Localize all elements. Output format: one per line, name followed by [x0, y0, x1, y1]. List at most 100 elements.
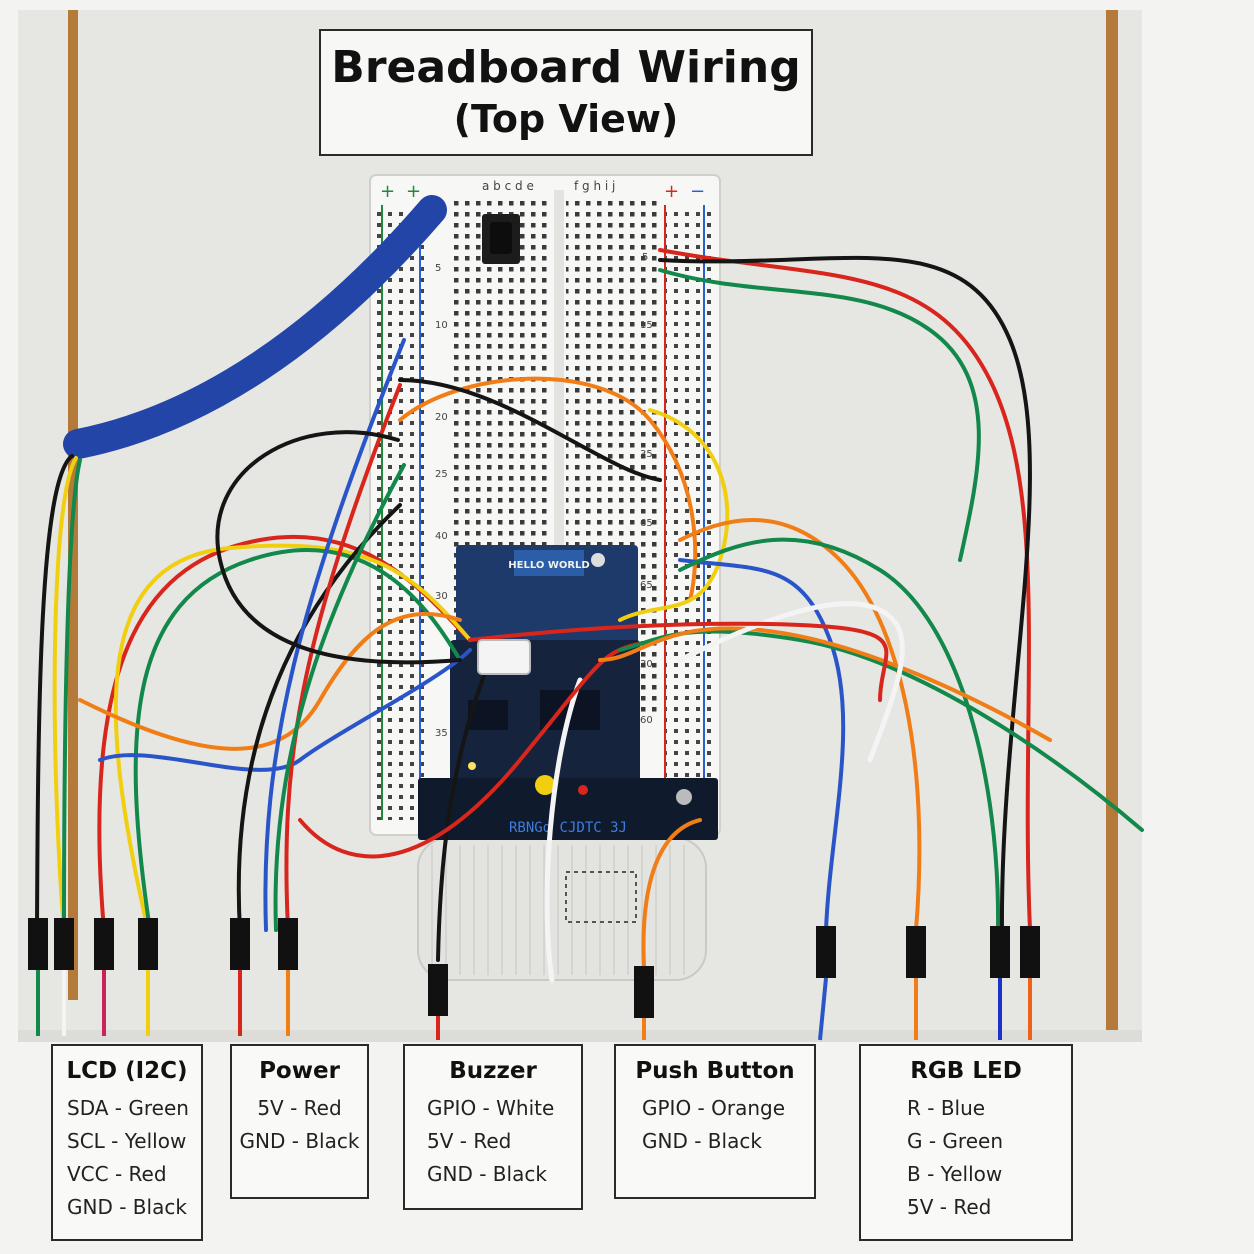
- legend-title: LCD (I2C): [66, 1058, 188, 1084]
- dupont-connector: [230, 918, 250, 970]
- wire-power-gnd: [236, 503, 402, 932]
- wire-buzzer-gpio: [544, 677, 583, 983]
- wire-blue-left: [263, 338, 406, 932]
- legend-rgb-led: RGB LED R - Blue G - Green B - Yellow 5V…: [859, 1044, 1073, 1241]
- legend-item: GPIO - White: [427, 1096, 555, 1120]
- dupont-connectors: [28, 918, 1040, 1018]
- wood-edge-right: [1106, 10, 1118, 1030]
- dupont-connector: [816, 926, 836, 978]
- center-channel: [554, 190, 564, 790]
- wire-white-right: [677, 601, 905, 763]
- wire-power-5v: [284, 383, 402, 932]
- wire-lcd-sda: [62, 458, 82, 932]
- wire-buzzer-gnd: [436, 658, 492, 962]
- column-letters-right: f g h i j: [574, 179, 615, 193]
- diagram-title: Breadboard Wiring: [331, 41, 801, 93]
- row-number-left: 25: [435, 469, 448, 480]
- legend-title: Power: [259, 1058, 340, 1084]
- legend-item: GND - Black: [642, 1129, 762, 1153]
- wire-rgb-g: [678, 537, 1001, 932]
- legend-item: GPIO - Orange: [642, 1096, 786, 1120]
- tactile-push-button: [482, 214, 520, 264]
- legend-item: B - Yellow: [907, 1162, 1003, 1186]
- row-number-left: 30: [435, 591, 448, 602]
- dupont-connector: [94, 918, 114, 970]
- wire-loop-blue: [98, 648, 472, 772]
- diagram-subtitle: (Top View): [453, 96, 679, 141]
- legend-item: R - Blue: [907, 1096, 986, 1120]
- legend-title: Push Button: [635, 1058, 795, 1084]
- column-letters-left: a b c d e: [482, 179, 534, 193]
- row-number-right: 65: [640, 518, 653, 529]
- wire-rgb-5v: [658, 248, 1032, 932]
- legend-item: VCC - Red: [67, 1162, 167, 1186]
- dupont-connector: [428, 964, 448, 1016]
- dupont-connector: [990, 926, 1010, 978]
- legend-power: Power 5V - Red GND - Black: [230, 1044, 369, 1199]
- dupont-connector: [906, 926, 926, 978]
- row-number-right: 35: [640, 449, 653, 460]
- left-power-rail: [376, 210, 424, 820]
- legend-title: RGB LED: [910, 1058, 1022, 1084]
- wire-orange-right: [598, 626, 1052, 742]
- wire-red-across: [468, 621, 889, 702]
- legend-title: Buzzer: [449, 1058, 537, 1084]
- wire-black-jumper: [398, 378, 662, 482]
- yellow-cap-connector: [535, 775, 555, 795]
- pin-leads: [36, 970, 1032, 1041]
- row-number-right: 15: [640, 320, 653, 331]
- dupont-connector: [54, 918, 74, 970]
- rail-plus-left-2: +: [406, 181, 421, 202]
- rail-minus-right: −: [690, 181, 705, 202]
- legend-item: SDA - Green: [67, 1096, 189, 1120]
- dupont-connector: [278, 918, 298, 970]
- dupont-connector: [634, 966, 654, 1018]
- row-number-right: 30: [640, 659, 653, 670]
- row-number-left: 5: [435, 263, 441, 274]
- row-number-left: 10: [435, 320, 448, 331]
- legend-item: SCL - Yellow: [67, 1129, 187, 1153]
- legend-lcd: LCD (I2C) SDA - Green SCL - Yellow VCC -…: [51, 1044, 203, 1241]
- white-jst-connector: [477, 639, 531, 675]
- dupont-connector: [138, 918, 158, 970]
- row-number-left: 35: [435, 728, 448, 739]
- wire-orange-arc: [398, 376, 698, 602]
- legend-push-button: Push Button GPIO - Orange GND - Black: [614, 1044, 816, 1199]
- row-number-left: 20: [435, 412, 448, 423]
- dupont-connector: [1020, 926, 1040, 978]
- legend-item: 5V - Red: [907, 1195, 992, 1219]
- row-number-right: 5: [642, 252, 648, 263]
- row-number-left: 40: [435, 531, 448, 542]
- wire-lcd-scl: [52, 456, 78, 932]
- lcd-module: HELLO WORLD: [456, 545, 638, 645]
- legend-item: GND - Black: [67, 1195, 187, 1219]
- wire-button-gpio: [641, 818, 702, 970]
- header-strip: RBNGd CJDTC 3J: [418, 775, 718, 840]
- dupont-connector: [28, 918, 48, 970]
- module-label: HELLO WORLD: [508, 560, 589, 571]
- legend-item: GND - Black: [427, 1162, 547, 1186]
- legend-item: 5V - Red: [257, 1096, 342, 1120]
- wires: [35, 248, 1144, 983]
- wire-lcd-gnd: [35, 454, 74, 932]
- row-number-right: 60: [640, 715, 653, 726]
- legend-item: G - Green: [907, 1129, 1003, 1153]
- legend-item: 5V - Red: [427, 1129, 512, 1153]
- rail-plus-left-1: +: [380, 181, 395, 202]
- wire-loop-yellow: [113, 543, 472, 932]
- wire-buzzer-5v: [298, 638, 662, 859]
- row-number-right: 65: [640, 580, 653, 591]
- wire-green-left: [273, 463, 406, 932]
- header-label: RBNGd CJDTC 3J: [509, 820, 627, 836]
- wire-yellow-arc: [618, 408, 730, 622]
- wire-black-loop: [215, 430, 462, 665]
- wire-rgb-green-upper: [658, 268, 981, 562]
- wire-loop-orange: [78, 611, 462, 751]
- wire-loop-green: [133, 548, 462, 932]
- ribbon-cable: [417, 837, 707, 981]
- legend-item: GND - Black: [239, 1129, 360, 1153]
- rail-plus-right: +: [664, 181, 679, 202]
- controller-board: [450, 640, 640, 790]
- wire-rgb-black: [658, 255, 1032, 932]
